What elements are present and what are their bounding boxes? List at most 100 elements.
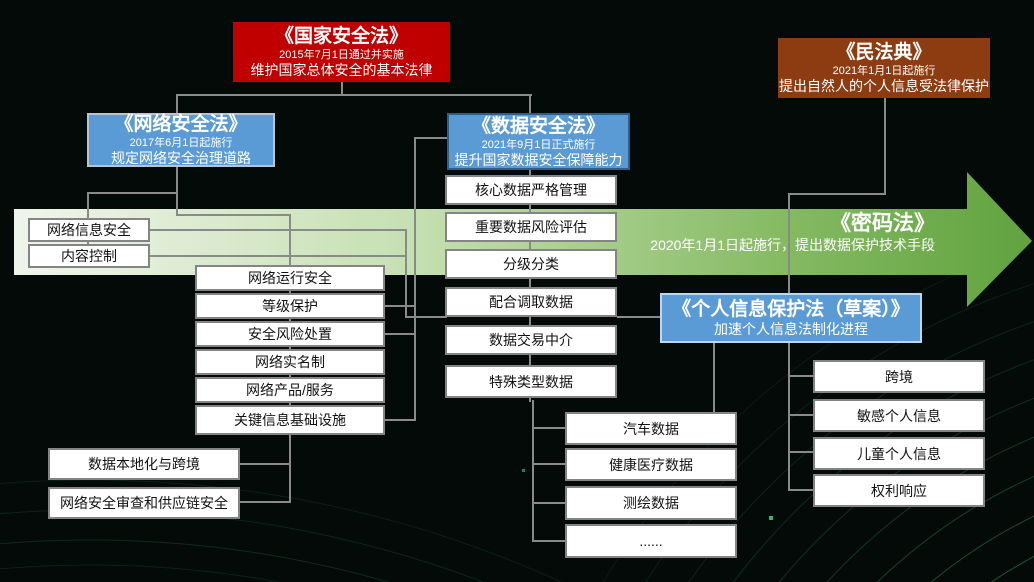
item-children-personal-info: 儿童个人信息 [813,437,985,470]
item-surveying-mapping-data: 测绘数据 [565,486,737,520]
connector-line [289,435,291,503]
law-date: 2015年7月1日通过并实施 [279,49,404,61]
connector-line [532,463,566,465]
connector-line [149,255,407,257]
connector-line [532,400,534,542]
item-network-operation-security: 网络运行安全 [195,265,385,291]
item-label: 分级分类 [503,256,559,272]
item-data-localization: 数据本地化与跨境 [48,448,240,480]
connector-line [240,463,291,465]
item-rights-response: 权利响应 [813,474,985,507]
connector-line [240,501,291,503]
item-label: 测绘数据 [623,495,679,511]
item-label: 网络安全审查和供应链安全 [60,495,228,511]
item-critical-infrastructure: 关键信息基础设施 [195,405,385,435]
law-title: 《民法典》 [836,42,932,63]
connector-line [788,375,814,377]
item-network-products-services: 网络产品/服务 [195,377,385,403]
law-personal-info-box: 《个人信息保护法（草案）》 加速个人信息法制化进程 [660,293,922,343]
crypto-law-title: 《密码法》 [830,212,935,235]
item-label: 网络运行安全 [248,270,332,286]
connector-line [176,94,532,96]
connector-line [532,427,566,429]
connector-line [405,229,407,318]
item-health-medical-data: 健康医疗数据 [565,448,737,481]
item-label: 网络实名制 [255,354,325,370]
item-label: 汽车数据 [623,420,679,437]
connector-line [176,214,291,216]
law-desc: 提升国家数据安全保障能力 [454,151,623,168]
law-data-security-box: 《数据安全法》 2021年9月1日正式施行 提升国家数据安全保障能力 [447,113,630,170]
connector-line [176,166,178,216]
connector-line [788,343,790,491]
item-label: 数据交易中介 [489,332,573,348]
law-desc: 加速个人信息法制化进程 [714,321,868,337]
connector-line [88,192,178,194]
item-label: 重要数据风险评估 [475,219,587,235]
connector-line [529,94,531,115]
item-vehicle-data: 汽车数据 [565,412,737,445]
item-label: 等级保护 [262,298,318,314]
item-real-name-system: 网络实名制 [195,349,385,375]
law-date: 2021年1月1日起施行 [832,65,936,77]
item-data-retrieval-cooperation: 配合调取数据 [445,287,617,317]
law-title: 《个人信息保护法（草案）》 [672,299,910,320]
connector-line [788,451,814,453]
item-label: ...... [639,533,663,549]
crypto-law-label: 《密码法》 2020年1月1日起施行，提出数据保护技术手段 [560,211,935,254]
law-desc: 提出自然人的个人信息受法律保护 [779,78,989,94]
item-classified-protection: 等级保护 [195,293,385,319]
connector-line [529,168,531,402]
law-title: 《数据安全法》 [471,115,605,137]
item-label: 权利响应 [871,482,927,499]
connector-line [788,489,814,491]
item-security-risk-handling: 安全风险处置 [195,321,385,347]
law-title: 《国家安全法》 [274,26,408,47]
law-title: 《网络安全法》 [114,114,248,135]
item-important-data-risk-assessment: 重要数据风险评估 [445,212,617,242]
connector-line [884,98,886,194]
connector-line [788,193,886,195]
connector-line [414,137,416,421]
law-civil-code-box: 《民法典》 2021年1月1日起施行 提出自然人的个人信息受法律保护 [778,38,990,98]
connector-line [788,414,814,416]
connector-line [385,305,416,307]
connector-line [385,333,416,335]
connector-line [788,193,790,293]
item-label: 安全风险处置 [248,326,332,342]
item-label: 配合调取数据 [489,294,573,310]
item-ellipsis: ...... [565,524,737,558]
item-content-control: 内容控制 [28,244,150,268]
connector-line [532,502,566,504]
law-date: 2017年6月1日起施行 [129,137,233,149]
connector-line [713,343,715,413]
crypto-law-desc: 2020年1月1日起施行，提出数据保护技术手段 [650,237,935,253]
connector-line [617,316,660,318]
connector-line [341,82,343,96]
item-label: 网络产品/服务 [246,382,334,398]
green-dot [769,516,773,520]
item-security-review-supply-chain: 网络安全审查和供应链安全 [48,487,240,519]
law-desc: 规定网络安全治理道路 [111,150,251,166]
connector-line [149,229,407,231]
law-national-security-box: 《国家安全法》 2015年7月1日通过并实施 维护国家总体安全的基本法律 [233,22,450,82]
green-dot [522,469,525,472]
connector-line [405,316,447,318]
item-core-data-management: 核心数据严格管理 [445,175,617,205]
law-desc: 维护国家总体安全的基本法律 [250,62,433,78]
item-label: 敏感个人信息 [857,407,941,424]
connector-line [414,137,449,139]
law-cybersecurity-box: 《网络安全法》 2017年6月1日起施行 规定网络安全治理道路 [87,113,275,167]
item-classification-grading: 分级分类 [445,249,617,279]
item-cross-border: 跨境 [813,360,985,393]
connector-line [532,540,566,542]
item-label: 关键信息基础设施 [234,412,346,428]
item-data-trading-intermediary: 数据交易中介 [445,325,617,355]
item-label: 儿童个人信息 [857,445,941,462]
connector-line [289,214,291,268]
connector-line [176,94,178,115]
item-sensitive-personal-info: 敏感个人信息 [813,399,985,432]
item-label: 网络信息安全 [47,222,131,238]
law-date: 2021年9月1日正式施行 [481,138,596,151]
item-label: 数据本地化与跨境 [88,456,200,472]
